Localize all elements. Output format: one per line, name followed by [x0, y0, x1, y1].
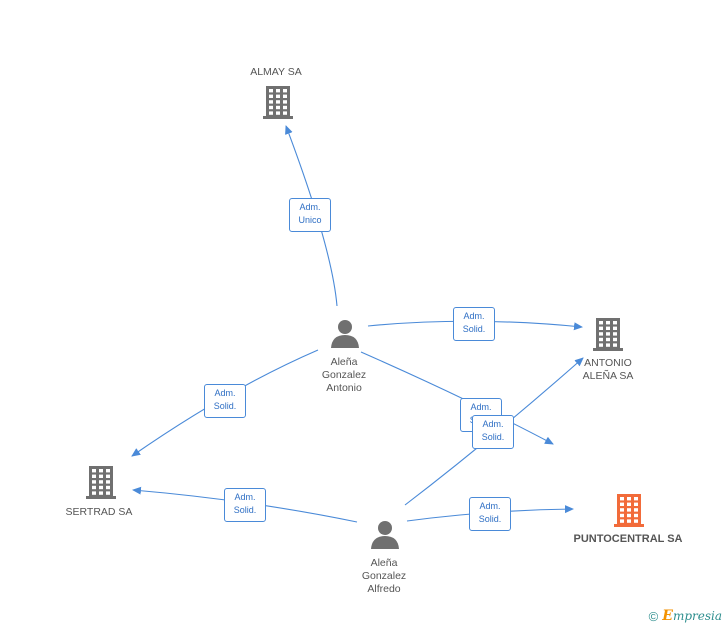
person-icon: [371, 521, 399, 549]
person-label-person_antonio[interactable]: Aleña Gonzalez Antonio: [321, 356, 367, 394]
footer-brand: © Empresia: [649, 608, 722, 624]
brand-logo: Empresia: [662, 608, 722, 624]
building-icon: [614, 494, 644, 527]
edge-person_antonio-to-almay: [285, 125, 338, 307]
company-label-puntocentral[interactable]: PUNTOCENTRAL SA: [573, 533, 683, 545]
edge-role-badge[interactable]: Adm. Solid.: [469, 497, 511, 531]
company-label-antonio_alena[interactable]: ANTONIO ALEÑA SA: [582, 357, 634, 382]
edge-role-badge[interactable]: Adm. Solid.: [472, 415, 514, 449]
company-label-almay[interactable]: ALMAY SA: [250, 66, 302, 78]
person-label-person_alfredo[interactable]: Aleña Gonzalez Alfredo: [361, 557, 407, 595]
building-icon: [263, 86, 293, 119]
copyright-symbol: ©: [648, 608, 659, 624]
building-icon: [86, 466, 116, 499]
building-icon: [593, 318, 623, 351]
edge-role-badge[interactable]: Adm. Solid.: [204, 384, 246, 418]
edge-role-badge[interactable]: Adm. Solid.: [453, 307, 495, 341]
edge-role-badge[interactable]: Adm. Unico: [289, 198, 331, 232]
person-icon: [331, 320, 359, 348]
company-label-sertrad[interactable]: SERTRAD SA: [65, 506, 133, 518]
edge-role-badge[interactable]: Adm. Solid.: [224, 488, 266, 522]
